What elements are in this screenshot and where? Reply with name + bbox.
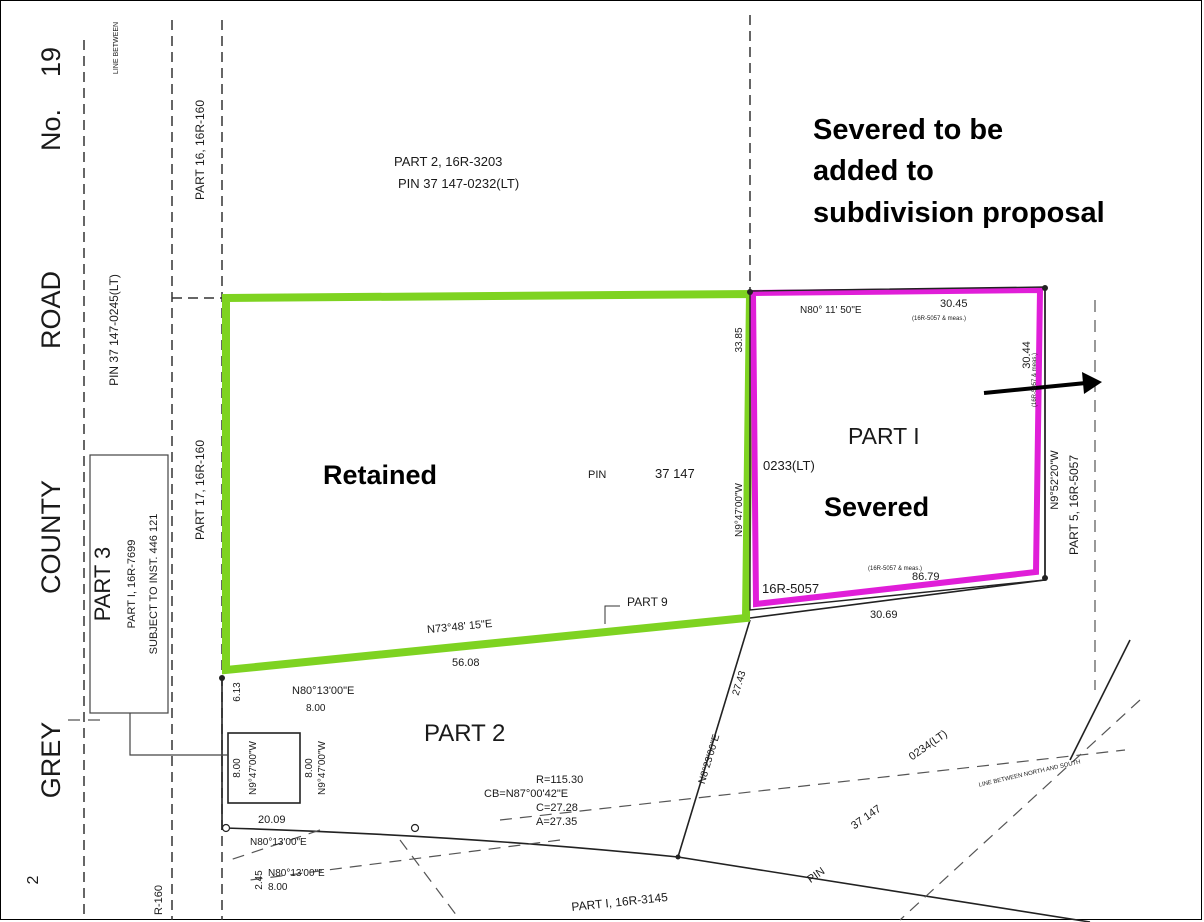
severed-parcel-outline <box>749 286 1044 608</box>
road-number-19: 19 <box>36 47 66 77</box>
survey-monuments <box>219 285 1048 860</box>
bearing-n73-48-15: N73°48' 15"E <box>427 618 493 636</box>
pin-word-label: PIN <box>588 469 606 481</box>
part1-16r3145-label: PART I, 16R-3145 <box>571 890 669 914</box>
pin-37147-label: 37 147 <box>655 466 695 481</box>
arrow-right-icon <box>983 372 1102 395</box>
distance-8-00-a: 8.00 <box>306 703 326 714</box>
line-between-top: LINE BETWEEN <box>113 22 120 74</box>
retained-parcel-outline <box>222 289 755 675</box>
bearing-n9-52-20: N9°52'20"W <box>1049 450 1061 510</box>
part17-label: PART 17, 16R-160 <box>193 440 207 540</box>
pin-0232-label: PIN 37 147-0232(LT) <box>398 176 519 191</box>
bearing-n9-47-00-c: N9°47'00"W <box>317 740 328 794</box>
ref-16r5057: 16R-5057 <box>762 581 819 596</box>
bearing-n9-47-00-b: N9°47'00"W <box>248 740 259 794</box>
distance-20-09: 20.09 <box>258 814 286 826</box>
part1-label: PART I <box>848 423 920 449</box>
ref-5057-right: (16R-5057 & meas.) <box>1032 353 1038 407</box>
part3-label: PART 3 <box>90 547 115 622</box>
callout-line-2: added to <box>813 155 934 187</box>
pin-0234-b: 0234(LT) <box>907 728 950 763</box>
curve-chord: C=27.28 <box>536 802 578 814</box>
boundary-dashes <box>60 300 1141 921</box>
part3-box <box>89 454 169 714</box>
bearing-n80-13-a: N80°13'00"E <box>292 685 354 697</box>
line-between-label: LINE BETWEEN NORTH AND SOUTH <box>978 759 1081 788</box>
r160-label: R-160 <box>153 885 165 915</box>
bearing-n80-11-50: N80° 11' 50"E <box>800 305 862 316</box>
bearing-n80-13-c: N80°13'00"E <box>268 868 325 879</box>
distance-6-13: 6.13 <box>232 682 243 702</box>
severed-label: Severed <box>824 492 929 522</box>
part2-label: PART 2 <box>424 720 505 747</box>
distance-30-69: 30.69 <box>870 609 898 621</box>
callout-line-3: subdivision proposal <box>813 197 1105 229</box>
ref-5057-top: (16R-5057 & meas.) <box>912 316 966 322</box>
bearing-n80-13-b: N80°13'00"E <box>250 837 307 848</box>
part2-16r3203-label: PART 2, 16R-3203 <box>394 154 502 169</box>
part9-label: PART 9 <box>627 595 668 609</box>
curve-arc: A=27.35 <box>536 816 577 828</box>
curve-radius: R=115.30 <box>536 774 583 786</box>
margin-label-2: 2 <box>25 875 42 884</box>
road-name-road: ROAD <box>36 271 66 349</box>
pin-small-label: PIN <box>805 865 827 885</box>
distance-8-00-c: 8.00 <box>304 758 315 778</box>
road-name-county: COUNTY <box>36 480 66 594</box>
pin-0245-label: PIN 37 147-0245(LT) <box>107 274 121 386</box>
distance-8-00-b: 8.00 <box>232 758 243 778</box>
parcel-linework <box>221 290 1131 922</box>
distance-33-85: 33.85 <box>734 327 745 352</box>
distance-86-79: 86.79 <box>912 571 940 583</box>
part1-16r7699-label: PART I, 16R-7699 <box>126 540 138 629</box>
distance-2-45: 2.45 <box>254 870 265 890</box>
part16-label: PART 16, 16R-160 <box>193 100 207 200</box>
distance-8-00-d: 8.00 <box>268 882 288 893</box>
pin-0233-label: 0233(LT) <box>763 458 815 473</box>
bearing-n8-23: N8°23'00"E <box>697 733 723 785</box>
road-number-no: No. <box>36 109 66 151</box>
part5-label: PART 5, 16R-5057 <box>1067 455 1081 555</box>
distance-30-44: 30.44 <box>1021 341 1033 369</box>
retained-label: Retained <box>323 460 437 490</box>
road-name-grey: GREY <box>36 722 66 799</box>
distance-56-08: 56.08 <box>452 657 480 669</box>
bearing-n9-47-00-mid: N9°47'00"W <box>734 482 745 536</box>
curve-chord-bearing: CB=N87°00'42"E <box>484 788 568 800</box>
part3-leader <box>129 713 228 756</box>
survey-monuments-open <box>221 823 420 833</box>
callout-line-1: Severed to be <box>813 114 1003 146</box>
subject-to-label: SUBJECT TO INST. 446 121 <box>148 514 160 655</box>
pin-0234-a: 37 147 <box>849 803 883 832</box>
distance-30-45: 30.45 <box>940 298 968 310</box>
ref-5057-bottom: (16R-5057 & meas.) <box>868 566 922 572</box>
